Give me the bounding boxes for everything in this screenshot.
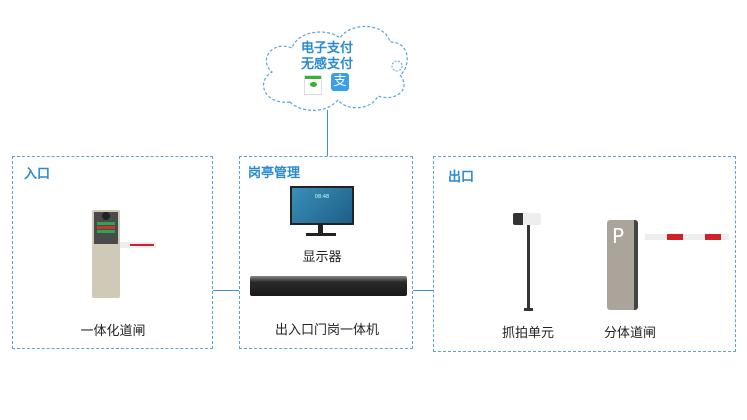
exit-panel: [433, 156, 736, 352]
wechat-pay-icon: [304, 75, 322, 95]
split-barrier-arm: [645, 234, 729, 240]
split-barrier-label: 分体道闸: [603, 326, 657, 341]
payment-label-seamless: 无感支付: [300, 57, 353, 72]
alipay-icon: 支: [331, 73, 349, 91]
cloud-connector: [327, 110, 328, 156]
booth-title: 岗亭管理: [248, 166, 301, 181]
entrance-title: 入口: [24, 167, 51, 182]
monitor-stand: [318, 225, 323, 233]
gate-server-icon: [250, 276, 407, 296]
monitor-icon: 08:48: [290, 186, 354, 225]
monitor-label: 显示器: [302, 250, 342, 265]
cloud-icon: [262, 25, 408, 111]
entrance-panel: [12, 156, 213, 349]
camera-pole: [527, 225, 530, 309]
monitor-time: 08:48: [292, 188, 352, 223]
booth-panel: [239, 156, 413, 349]
exit-connector: [413, 290, 433, 291]
camera-icon: [513, 213, 541, 225]
split-barrier-icon: P: [607, 220, 638, 310]
monitor-base: [306, 233, 336, 236]
gate-server-label: 出入口门岗一体机: [274, 323, 380, 338]
cloud-text: 电子支付 无感支付: [297, 41, 357, 73]
camera-label: 抓拍单元: [501, 326, 555, 341]
exit-title: 出口: [448, 170, 475, 185]
entrance-connector: [213, 290, 239, 291]
integrated-barrier-icon: [92, 210, 120, 298]
payment-label-electronic: 电子支付: [300, 41, 353, 56]
barrier-arm: [120, 242, 156, 248]
integrated-barrier-label: 一体化道闸: [80, 324, 146, 339]
camera-base: [524, 308, 533, 311]
